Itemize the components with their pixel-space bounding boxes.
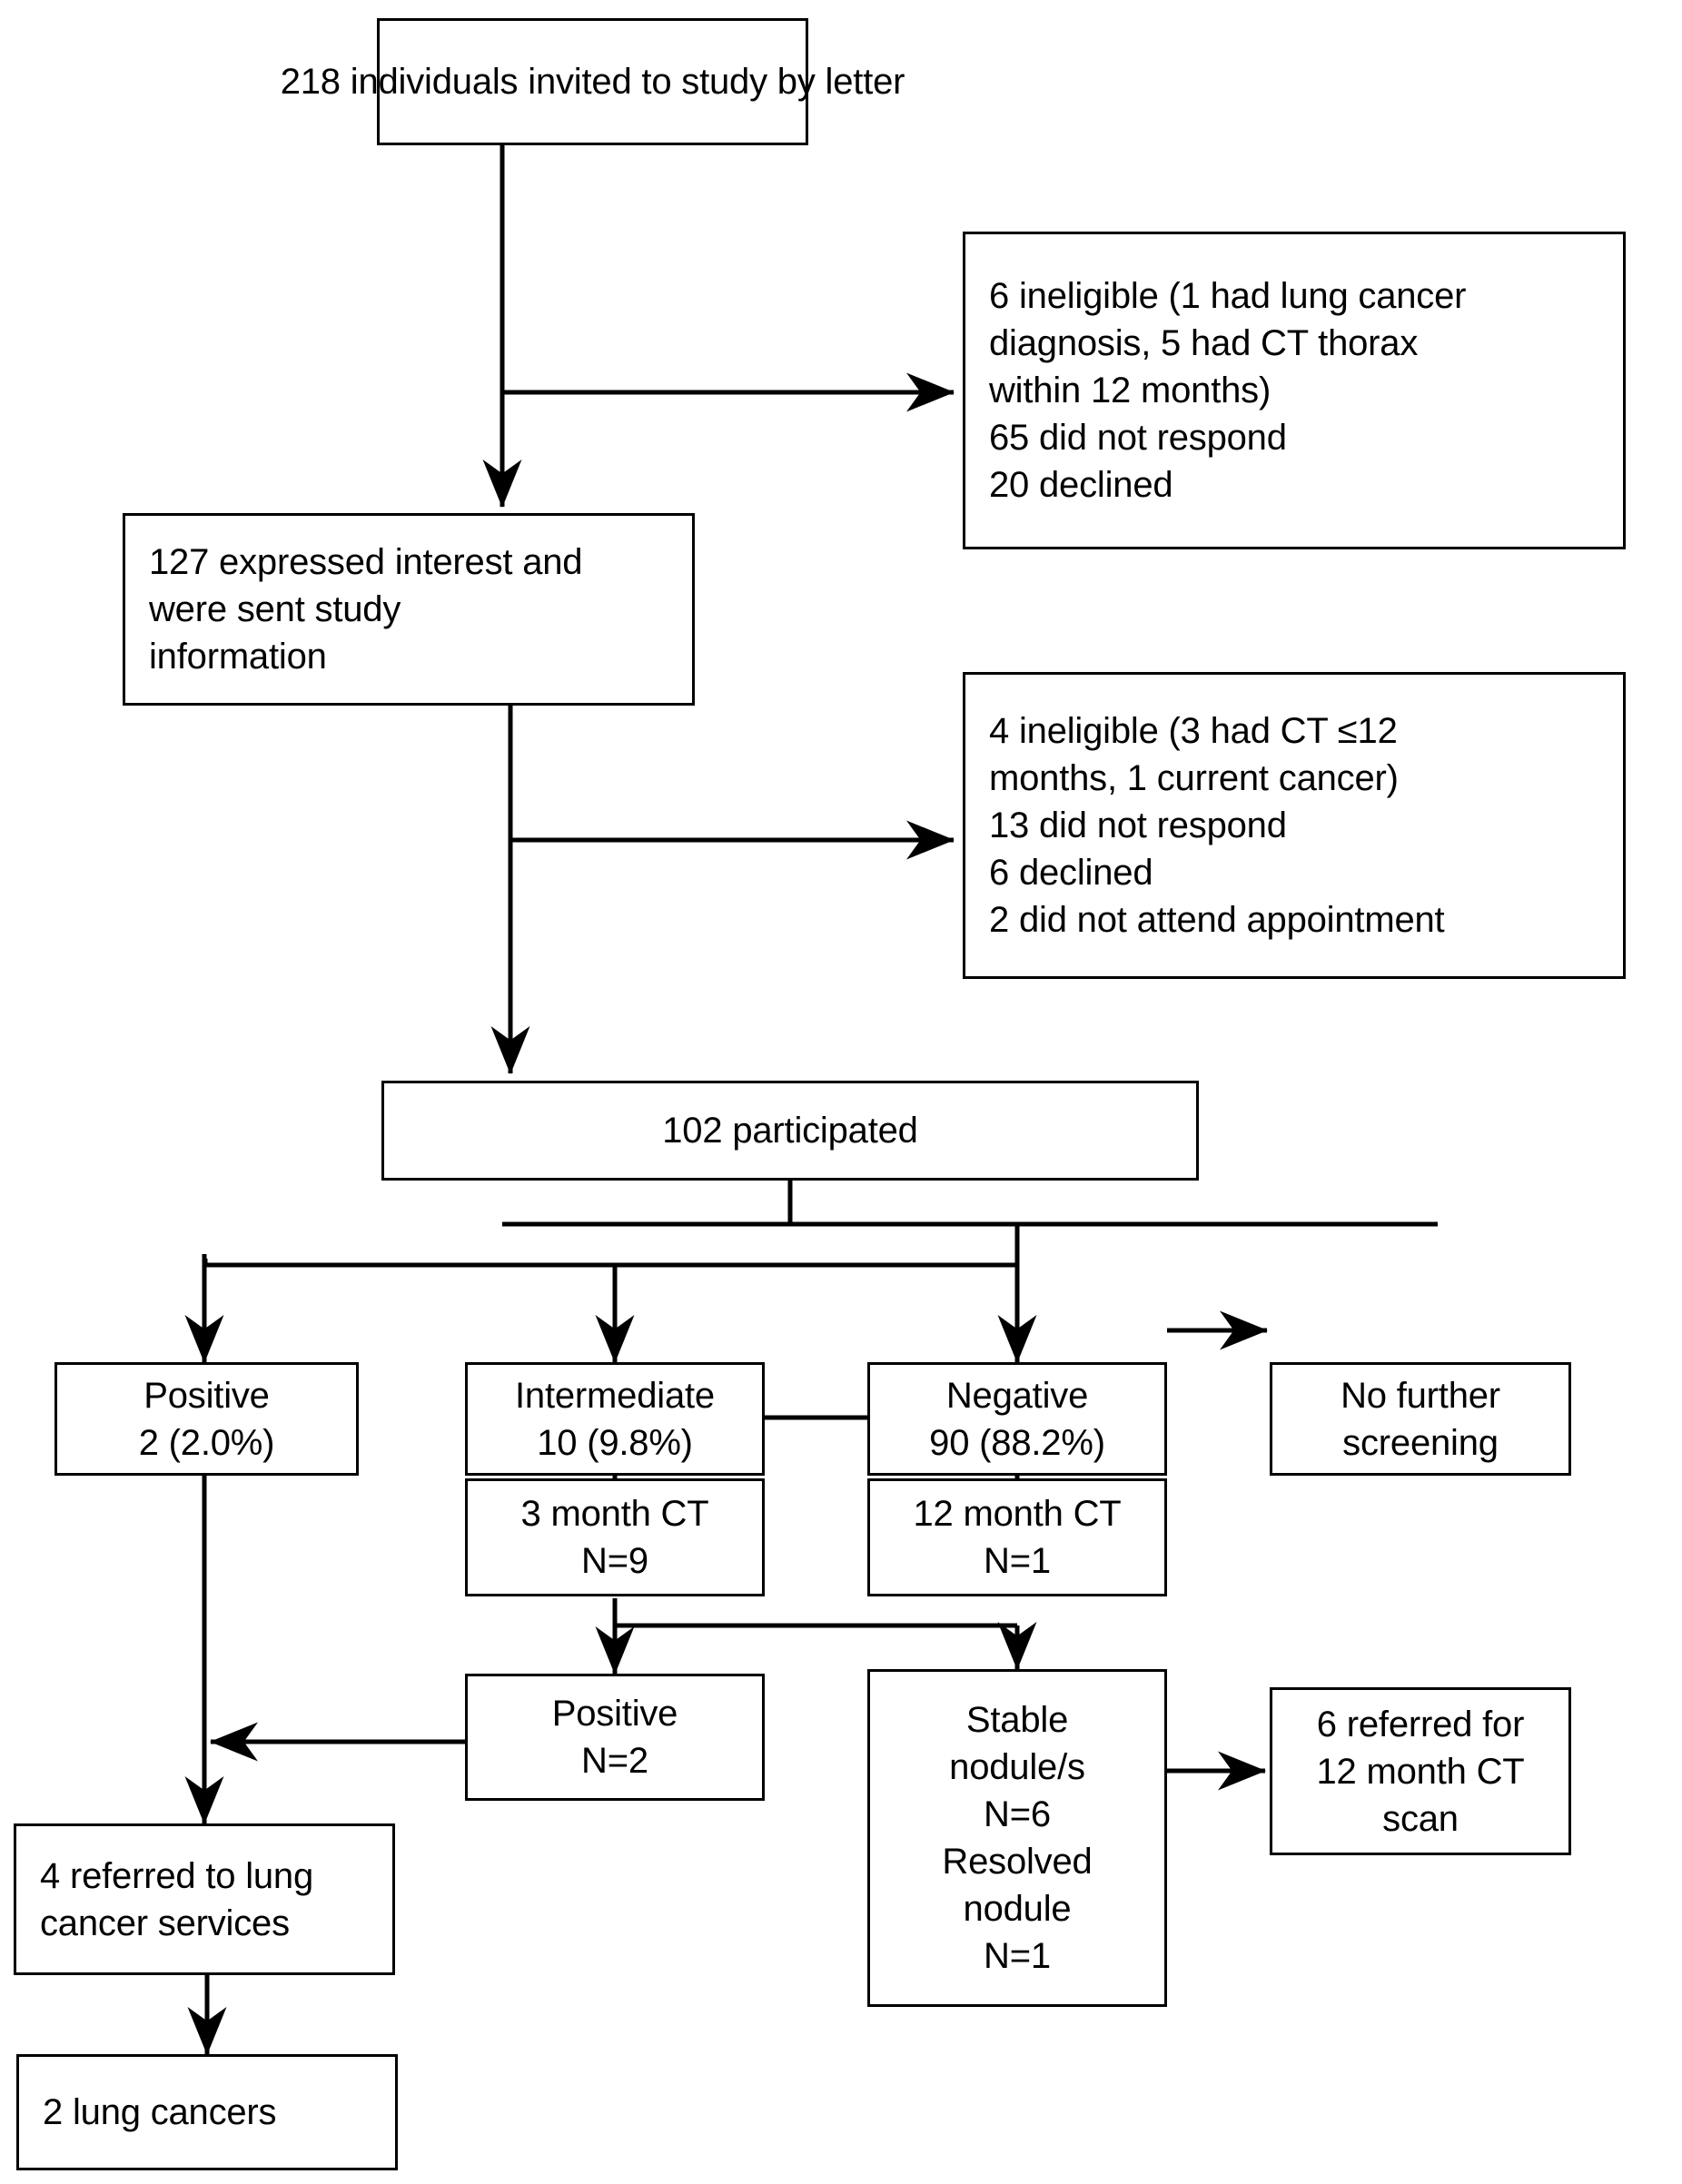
node-invited: 218 individuals invited to study by lett… xyxy=(281,18,905,145)
node-stable-line-0: Stable xyxy=(965,1700,1069,1740)
node-excluded-1-line-1: diagnosis, 5 had CT thorax xyxy=(989,323,1419,363)
node-excluded-2-line-1: months, 1 current cancer) xyxy=(989,758,1399,798)
node-3month-line-1: N=9 xyxy=(581,1541,648,1581)
node-negative-scan-line-1: 90 (88.2%) xyxy=(929,1422,1105,1463)
node-positive-followup: Positive N=2 xyxy=(465,1674,765,1801)
node-stable-line-1: nodule/s xyxy=(949,1747,1085,1787)
node-invited-line-0: 218 individuals invited to study by lett… xyxy=(280,62,905,102)
node-intermediate-scan: Intermediate 10 (9.8%) xyxy=(465,1362,765,1476)
node-stable-line-3: Resolved xyxy=(942,1842,1093,1882)
node-referred-lung-line-0: 4 referred to lung xyxy=(40,1855,314,1896)
node-positive-followup-line-1: N=2 xyxy=(581,1741,648,1781)
node-excluded-stage-2: 4 ineligible (3 had CT ≤12 months, 1 cur… xyxy=(963,672,1626,979)
node-intermediate-scan-line-0: Intermediate xyxy=(515,1375,715,1416)
node-excluded-2-line-3: 6 declined xyxy=(989,853,1153,893)
node-stable-line-5: N=1 xyxy=(984,1936,1051,1976)
node-lung-cancers-line-0: 2 lung cancers xyxy=(43,2092,277,2132)
node-referred-lung-services: 4 referred to lung cancer services xyxy=(14,1823,395,1975)
node-twelve-month-ct: 12 month CT N=1 xyxy=(867,1478,1167,1596)
node-excluded-1-line-2: within 12 months) xyxy=(989,371,1271,410)
node-positive-scan-line-0: Positive xyxy=(143,1375,270,1416)
node-participated-line-0: 102 participated xyxy=(662,1111,918,1151)
node-stable-line-2: N=6 xyxy=(984,1794,1051,1834)
node-negative-scan-line-0: Negative xyxy=(945,1375,1089,1416)
node-12month-line-1: N=1 xyxy=(984,1541,1051,1581)
node-excluded-2-line-0: 4 ineligible (3 had CT ≤12 xyxy=(989,711,1398,751)
node-stable-line-4: nodule xyxy=(963,1889,1072,1929)
node-excluded-2-line-2: 13 did not respond xyxy=(989,805,1287,845)
node-referred-12-month-ct: 6 referred for 12 month CT scan xyxy=(1270,1687,1571,1855)
node-positive-scan-line-1: 2 (2.0%) xyxy=(138,1422,275,1463)
node-positive-followup-line-0: Positive xyxy=(551,1694,678,1734)
node-no-further-line-0: No further xyxy=(1341,1375,1500,1416)
node-excluded-2-line-4: 2 did not attend appointment xyxy=(989,900,1445,940)
node-3month-line-0: 3 month CT xyxy=(520,1494,709,1534)
node-12month-line-0: 12 month CT xyxy=(913,1494,1122,1534)
node-participated: 102 participated xyxy=(381,1081,1199,1181)
node-positive-scan: Positive 2 (2.0%) xyxy=(54,1362,359,1476)
node-lung-cancers: 2 lung cancers xyxy=(16,2054,398,2170)
node-expressed-interest: 127 expressed interest and were sent stu… xyxy=(123,513,695,706)
node-referred-lung-line-1: cancer services xyxy=(40,1902,290,1943)
node-referred12-line-0: 6 referred for xyxy=(1316,1704,1525,1744)
node-excluded-stage-1: 6 ineligible (1 had lung cancer diagnosi… xyxy=(963,232,1626,549)
node-no-further-line-1: screening xyxy=(1342,1422,1499,1463)
node-negative-scan: Negative 90 (88.2%) xyxy=(867,1362,1167,1476)
node-intermediate-scan-line-1: 10 (9.8%) xyxy=(537,1422,693,1463)
node-stable-nodules: Stable nodule/s N=6 Resolved nodule N=1 xyxy=(867,1669,1167,2007)
node-three-month-ct: 3 month CT N=9 xyxy=(465,1478,765,1596)
node-referred12-line-1: 12 month CT xyxy=(1316,1751,1525,1792)
node-excluded-1-line-3: 65 did not respond xyxy=(989,418,1287,458)
node-expressed-line-2: information xyxy=(149,637,327,677)
node-no-further-screening: No further screening xyxy=(1270,1362,1571,1476)
node-excluded-1-line-4: 20 declined xyxy=(989,465,1173,505)
node-referred12-line-2: scan xyxy=(1382,1798,1459,1839)
node-excluded-1-line-0: 6 ineligible (1 had lung cancer xyxy=(989,276,1467,316)
node-expressed-line-1: were sent study xyxy=(149,589,401,629)
node-expressed-line-0: 127 expressed interest and xyxy=(149,542,583,582)
